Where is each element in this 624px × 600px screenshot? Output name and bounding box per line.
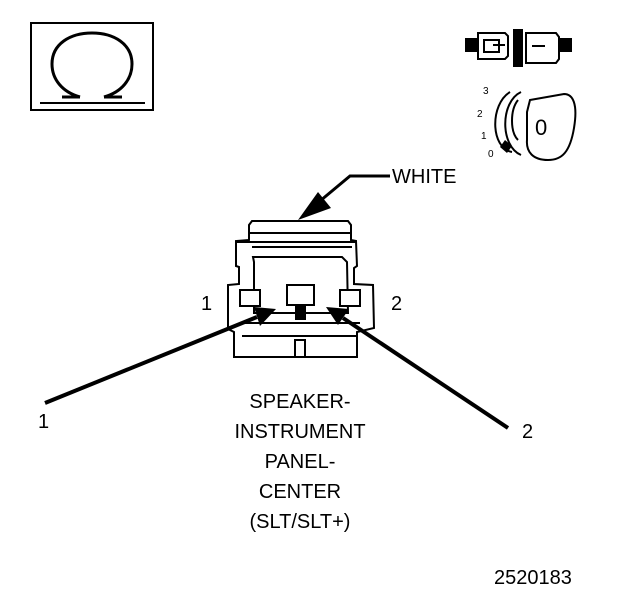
connector-pin-label-1: 1: [201, 293, 213, 315]
callout-line-1: [44, 307, 276, 405]
caption-line: PANEL-: [264, 451, 336, 473]
callout-label-2: 2: [522, 421, 534, 443]
connector-pin-label-2: 2: [391, 293, 403, 315]
connector-body: [227, 220, 376, 358]
ignition-position-1: 1: [481, 131, 487, 142]
ignition-position-0: 0: [488, 149, 494, 160]
caption-line: CENTER: [258, 481, 342, 503]
ignition-position-2: 2: [477, 109, 483, 120]
caption-line: (SLT/SLT+): [249, 511, 351, 533]
white-color-callout-line: [298, 174, 390, 220]
ohmmeter-icon: [30, 22, 154, 111]
callout-line-2: [326, 307, 510, 430]
caption-line: SPEAKER-: [249, 391, 351, 413]
callout-label-1: 1: [38, 411, 50, 433]
connector-caption: SPEAKER- INSTRUMENT PANEL- CENTER (SLT/S…: [195, 387, 405, 537]
caption-line: INSTRUMENT: [234, 421, 366, 443]
ignition-key-icon: [494, 91, 577, 162]
key-position-label: 0: [535, 115, 548, 140]
connector-color-label: WHITE: [392, 166, 457, 188]
connector-unplugged-icon: [465, 29, 572, 67]
figure-number: 2520183: [494, 567, 572, 589]
ignition-position-3: 3: [483, 86, 489, 97]
